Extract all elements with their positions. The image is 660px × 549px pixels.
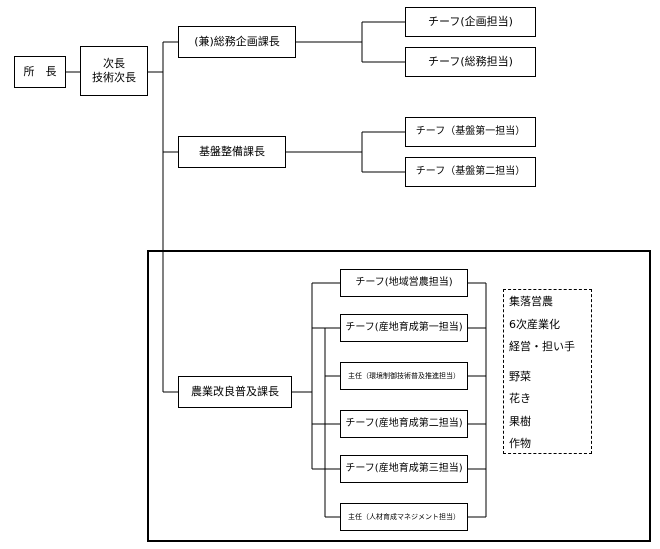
- infrastructure-head-label: 基盤整備課長: [199, 145, 265, 159]
- general-affairs-head-box: (兼)総務企画課長: [178, 26, 296, 58]
- team-general-affairs-label: チーフ(総務担当): [428, 55, 513, 69]
- director-label: 所 長: [23, 65, 57, 79]
- field-item: 果樹: [509, 414, 531, 428]
- team-regional-farming-box: チーフ(地域営農担当): [340, 269, 468, 297]
- team-planning-box: チーフ(企画担当): [405, 7, 536, 37]
- team-production-3-box: チーフ(産地育成第三担当): [340, 455, 468, 483]
- lead-human-resources-label: 主任（人材育成マネジメント担当）: [348, 512, 460, 521]
- deputy-box: 次長 技術次長: [80, 46, 148, 96]
- director-box: 所 長: [14, 56, 66, 88]
- team-production-2-box: チーフ(産地育成第二担当): [340, 410, 468, 438]
- extension-fields-list: 集落営農 6次産業化 経営・担い手 野菜 花き 果樹 作物: [509, 291, 575, 456]
- field-item: 花き: [509, 392, 531, 405]
- general-affairs-head-label: (兼)総務企画課長: [194, 35, 280, 49]
- team-infra-2-label: チーフ（基盤第二担当）: [415, 165, 526, 177]
- lead-environment-control-box: 主任（環境制御技術普及推進担当）: [340, 362, 468, 390]
- field-item: 経営・担い手: [509, 340, 575, 353]
- team-infra-1-box: チーフ（基盤第一担当）: [405, 117, 536, 147]
- extension-head-box: 農業改良普及課長: [178, 376, 292, 408]
- deputy-label: 次長: [103, 57, 125, 71]
- infrastructure-head-box: 基盤整備課長: [178, 136, 286, 168]
- team-production-2-label: チーフ(産地育成第二担当): [345, 417, 463, 429]
- technical-deputy-label: 技術次長: [92, 71, 136, 84]
- field-item: 野菜: [509, 369, 531, 383]
- lead-human-resources-box: 主任（人材育成マネジメント担当）: [340, 503, 468, 531]
- team-regional-farming-label: チーフ(地域営農担当): [355, 276, 453, 288]
- lead-environment-control-label: 主任（環境制御技術普及推進担当）: [348, 371, 460, 380]
- team-production-3-label: チーフ(産地育成第三担当): [345, 462, 463, 474]
- team-production-1-box: チーフ(産地育成第一担当): [340, 314, 468, 342]
- field-item: 6次産業化: [509, 317, 560, 331]
- field-item: 集落営農: [509, 295, 553, 308]
- extension-fields-box: [503, 289, 592, 454]
- extension-division-frame: [147, 250, 651, 542]
- extension-head-label: 農業改良普及課長: [191, 385, 279, 399]
- field-item: 作物: [509, 437, 531, 450]
- team-infra-2-box: チーフ（基盤第二担当）: [405, 157, 536, 187]
- team-general-affairs-box: チーフ(総務担当): [405, 47, 536, 77]
- team-infra-1-label: チーフ（基盤第一担当）: [415, 125, 526, 137]
- team-planning-label: チーフ(企画担当): [428, 15, 513, 29]
- team-production-1-label: チーフ(産地育成第一担当): [345, 321, 463, 333]
